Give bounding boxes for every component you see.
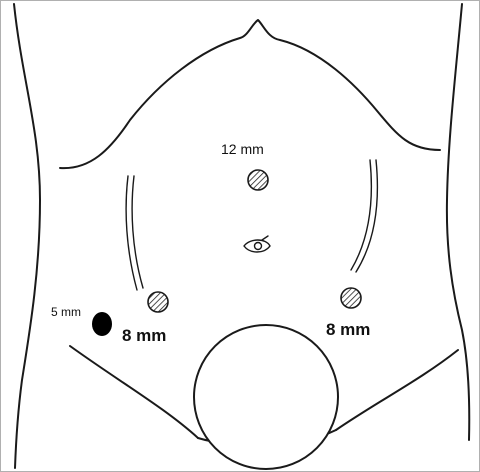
pelvic-circle xyxy=(194,325,338,469)
assist-port-icon xyxy=(92,312,112,336)
port-right-label: 8 mm xyxy=(326,320,370,339)
port-top-icon xyxy=(248,170,268,190)
port-top-label-num: 12 mm xyxy=(221,141,264,157)
port-left-icon xyxy=(148,292,168,312)
port-right-icon xyxy=(341,288,361,308)
port-left-label: 8 mm xyxy=(122,326,166,345)
port-assist-label: 5 mm xyxy=(51,305,81,319)
